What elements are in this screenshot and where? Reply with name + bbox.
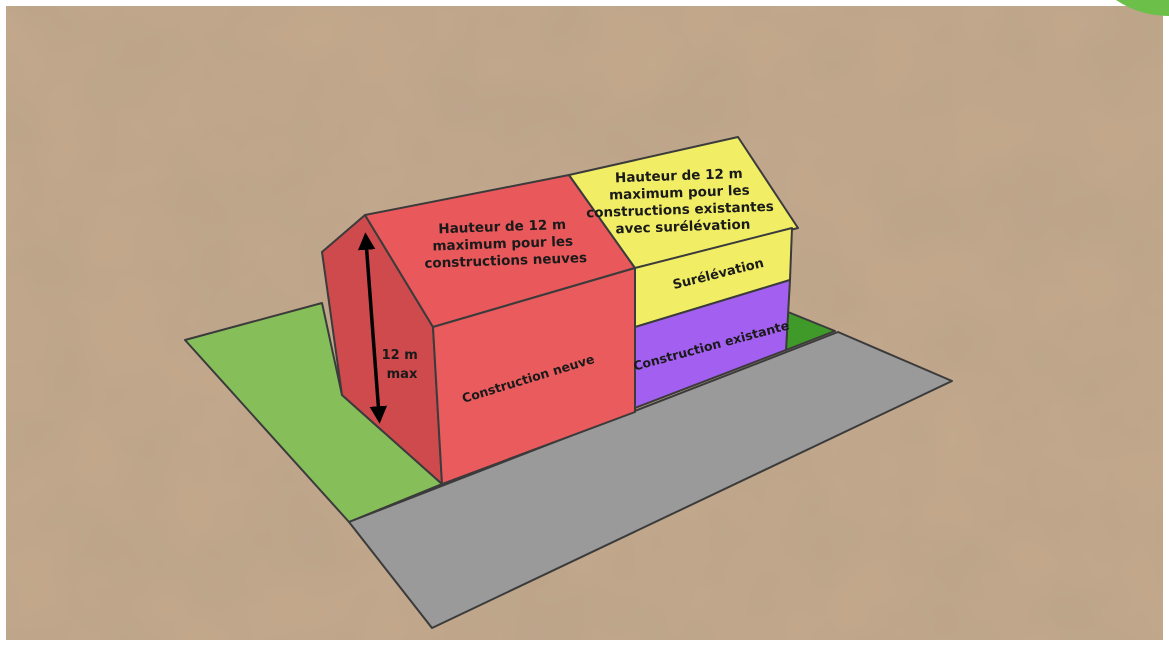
label-height-dimension: 12 m max	[382, 348, 423, 382]
label-new-roof: Hauteur de 12 m maximum pour les constru…	[423, 216, 587, 272]
label-existing-roof: Hauteur de 12 m maximum pour les constru…	[585, 165, 780, 239]
corner-tab	[1116, 0, 1169, 16]
wall-existing-construction	[634, 279, 791, 409]
road	[348, 331, 953, 629]
roof-existing-construction	[568, 136, 799, 269]
height-arrow	[357, 232, 388, 424]
wall-new-construction	[432, 267, 636, 485]
